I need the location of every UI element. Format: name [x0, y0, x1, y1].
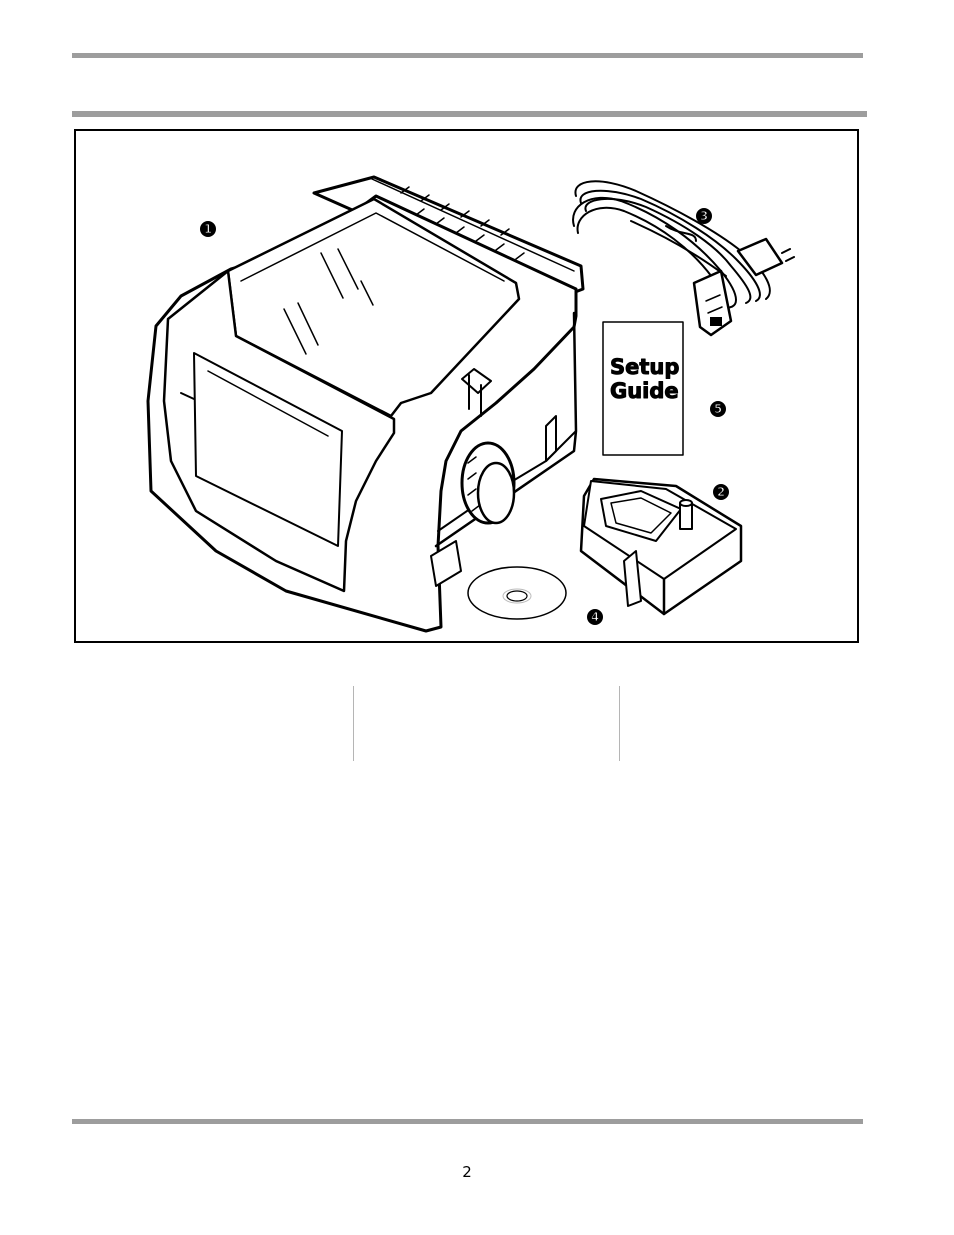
setup-guide-title-line2: Guide [610, 379, 679, 403]
callout-1: 1 [200, 221, 216, 237]
printer-illustration [148, 177, 583, 631]
power-cord-illustration [573, 181, 794, 335]
svg-text:5: 5 [714, 402, 722, 416]
page-number: 2 [455, 1163, 479, 1181]
callout-3: 3 [696, 208, 712, 224]
setup-guide-title-line1: Setup [610, 355, 679, 379]
column-divider [353, 686, 354, 761]
footer-rule [72, 1119, 863, 1124]
svg-text:1: 1 [204, 222, 212, 236]
callout-2: 2 [713, 484, 729, 500]
cd-illustration [468, 567, 566, 619]
package-contents-figure: Setup Guide 1 3 [74, 129, 859, 643]
column-divider [619, 686, 620, 761]
callout-5: 5 [710, 401, 726, 417]
header-rule-bottom [72, 111, 867, 117]
ribbon-cartridge-illustration [581, 479, 741, 614]
setup-guide-booklet: Setup Guide [603, 322, 683, 455]
svg-text:3: 3 [700, 209, 708, 223]
callout-4: 4 [587, 609, 603, 625]
svg-text:2: 2 [717, 485, 725, 499]
header-rule-top [72, 53, 863, 58]
svg-text:4: 4 [591, 610, 599, 624]
